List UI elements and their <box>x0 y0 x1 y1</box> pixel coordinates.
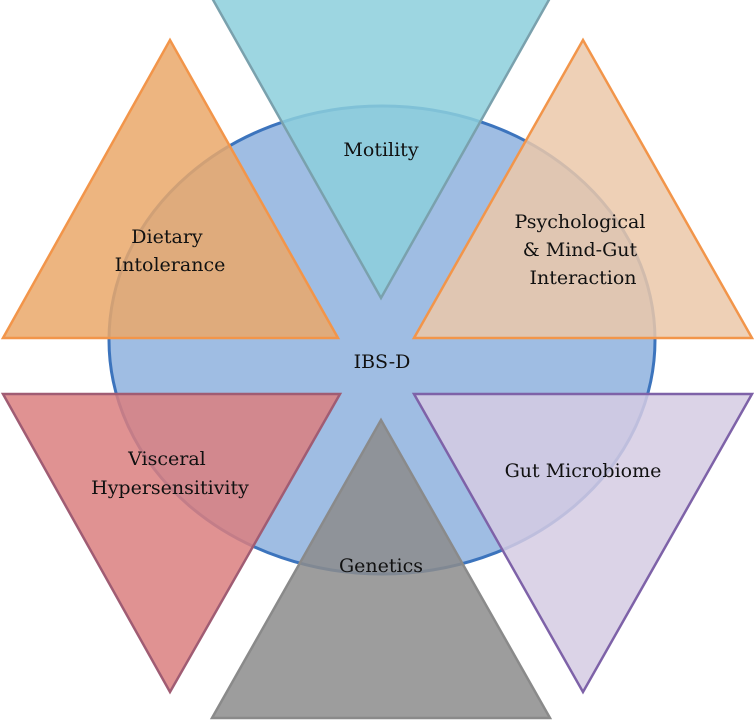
visceral-hypersensitivity-triangle <box>0 392 343 695</box>
motility-triangle <box>211 0 551 301</box>
psychological-label: Psychological & Mind-Gut Interaction <box>515 211 652 289</box>
genetics-label: Genetics <box>339 555 423 577</box>
genetics-triangle <box>209 417 553 720</box>
ibs-d-label: IBS-D <box>354 351 411 373</box>
gut-microbiome-label: Gut Microbiome <box>505 460 662 482</box>
visceral-hypersensitivity-label: Visceral Hypersensitivity <box>91 448 249 499</box>
gut-microbiome-triangle <box>411 392 754 695</box>
dietary-intolerance-label: Dietary Intolerance <box>115 226 226 276</box>
motility-label: Motility <box>343 139 418 161</box>
dietary-intolerance-triangle <box>0 37 341 340</box>
psychological-triangle <box>411 37 754 340</box>
